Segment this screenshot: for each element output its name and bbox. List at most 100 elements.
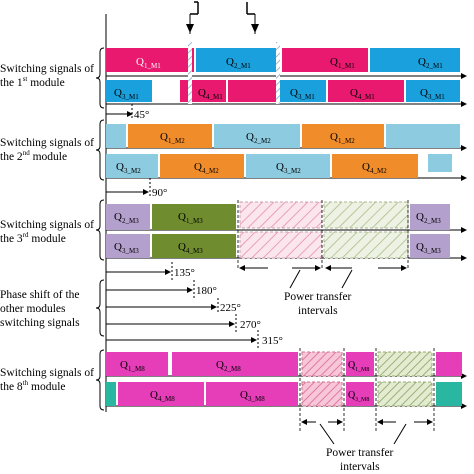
pulse-q2-m2-end [386,124,460,148]
label-sup: th [22,379,29,388]
pulse-label: Q [198,87,206,99]
pulse-label: Q [418,56,426,68]
pulse-label-sub: 2_M2 [254,137,271,145]
phase-270: 270° [106,314,261,332]
pulse-label-sub: 4_M3 [186,247,203,255]
module-8-top-row: Q 1_M8 Q 2_M8 Q 1_M8 [106,352,462,376]
pulse-label-sub: 1_M2 [338,137,355,145]
label-text: module [28,381,66,393]
pulse-q3-m1-c [406,80,460,102]
pulse-label: Q [226,56,234,68]
pulse-q3-m2-b [246,154,330,178]
pulse-label: Q [114,211,122,223]
phase-45: 45° [106,104,149,121]
pulse-label: Q [178,211,186,223]
pulse-label: Q [348,390,356,401]
label-text: module [29,151,68,163]
pulse-label-sub: 4_M1 [358,93,375,101]
top-bracket [186,1,259,34]
label-text: Switching signals of the 1 [0,63,94,89]
power-transfer-arrows-1 [239,265,407,289]
pulse-q2-m2-start [106,124,126,148]
pulse-label-sub: 1_M2 [168,137,185,145]
pulse-m8-bot-end [436,382,462,406]
pulse-label-sub: 1_M1 [338,62,355,70]
power-transfer-label-1: Power transfer intervals [284,291,354,317]
phase-135: 135° [106,262,195,280]
pulse-m8-bot-start [106,382,116,406]
pulse-q1-m2-b [302,124,384,148]
module-1-top-row: Q 1_M1 Q 2_M1 Q 1_M1 Q 2_M1 [106,48,460,72]
phase-315: 315° [106,330,283,348]
pulse-label-sub: 3_M8 [355,397,369,403]
pulse-label-sub: 2_M1 [426,62,443,70]
pulse-q1-m1 [106,48,194,72]
pulse-label-sub: 1_M3 [186,217,203,225]
pulse-label: Q [276,161,284,173]
pulse-label: Q [246,131,254,143]
module-8-interval-guides [299,348,435,432]
module-1-label: Switching signals of the 1st module [0,62,100,90]
pulse-q4-m1-b [228,80,278,102]
pulse-label: Q [114,241,122,253]
pulse-label-sub: 1_M1 [144,62,161,70]
pulse-q1-m8-b [346,352,374,376]
pulse-label: Q [120,359,128,371]
module-8-label: Switching signals of the 8th module [0,366,100,394]
svg-text:180°: 180° [196,285,217,297]
pulse-label: Q [116,161,124,173]
pulse-q3-m2-end [428,154,452,172]
pulse-label-sub: 3_M1 [428,93,445,101]
module-3-bottom-row: Q 3_M3 Q 4_M3 Q 3_M3 [106,234,450,258]
pulse-label: Q [416,211,424,223]
pulse-label: Q [330,56,338,68]
pulse-q3-m3-end [410,234,450,258]
phase-shift-label: Phase shift of the other modules switchi… [0,289,80,329]
pulse-q3-m1-b [280,80,326,102]
label-sup: nd [22,149,30,158]
pulse-q2-m1 [196,48,280,72]
module-3-hatched-intervals [239,201,409,259]
pulse-label-sub: 2_M1 [234,62,251,70]
pulse-q4-m2 [160,154,244,178]
svg-text:315°: 315° [262,335,283,347]
pulse-label: Q [216,359,224,371]
pulse-q2-m8-end [436,352,462,376]
module-8-bottom-row: Q 4_M8 Q 3_M8 Q 3_M8 [106,382,462,406]
pulse-label: Q [160,131,168,143]
pulse-q4-m1-c [328,80,404,102]
pulse-q1-m2 [128,124,212,148]
pulse-q2-m8 [172,352,298,376]
power-transfer-arrows-2 [301,419,433,445]
pulse-label-sub: 4_M8 [158,395,175,403]
phase-180: 180° [106,280,217,298]
phase-225: 225° [106,298,241,314]
pulse-label: Q [136,56,144,68]
pulse-q3-m1 [106,80,152,102]
group-brackets [95,47,105,411]
pulse-label-sub: 4_M2 [370,167,387,175]
phase-90: 90° [106,178,167,199]
pulse-label: Q [290,87,298,99]
pulse-q2-m3 [106,204,150,230]
label-sup: rd [22,231,29,240]
transition-marker [188,42,192,104]
pulse-label-sub: 4_M1 [206,93,223,101]
pulse-label-sub: 1_M8 [355,367,369,373]
label-text: module [27,77,65,89]
pulse-label-sub: 3_M3 [122,247,139,255]
label-text: module [28,233,66,245]
power-transfer-label-2: Power transfer intervals [326,447,396,473]
module-3-interval-guides [237,200,409,270]
pulse-label: Q [420,87,428,99]
pulse-label-sub: 3_M3 [424,247,441,255]
pulse-q3-m2 [106,154,158,178]
pulse-label-sub: 2_M8 [224,365,241,373]
pulse-label: Q [350,87,358,99]
pulse-label: Q [150,389,158,401]
pulse-label-sub: 2_M3 [424,217,441,225]
pulse-q3-m3 [106,234,150,258]
label-text: Switching signals of the 2 [0,137,94,163]
pulse-label-sub: 3_M2 [284,167,301,175]
pulse-q1-m3 [152,204,236,230]
